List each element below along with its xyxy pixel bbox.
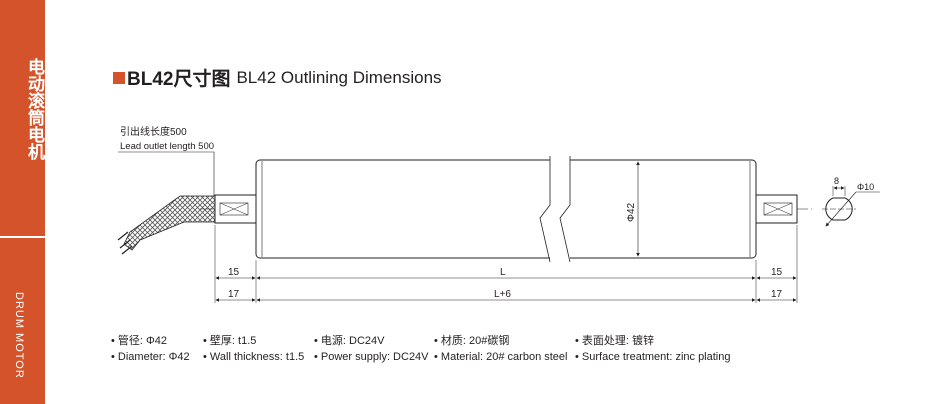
dim-diameter: Φ42 — [626, 202, 637, 222]
sidebar-title-cn: 电动滚筒电机 — [25, 58, 44, 160]
lead-label-en: Lead outlet length 500 — [120, 141, 214, 152]
dim-left-15: 15 — [228, 267, 240, 278]
spec-power: • 电源: DC24V• Power supply: DC24V — [314, 335, 429, 363]
sidebar-divider — [0, 236, 45, 238]
title-en: BL42 Outlining Dimensions — [236, 67, 442, 87]
roller-tube — [255, 159, 757, 259]
sidebar: 电动滚筒电机 DRUM MOTOR — [0, 0, 45, 404]
title-cn: BL42尺寸图 — [127, 69, 231, 90]
left-shaft — [214, 194, 257, 224]
cable — [123, 195, 216, 251]
shaft-end-view — [822, 186, 880, 227]
spec-wall: • 壁厚: t1.5• Wall thickness: t1.5 — [203, 335, 305, 363]
dim-left-17: 17 — [228, 289, 240, 300]
dim-L: L — [500, 267, 506, 278]
sidebar-title-en: DRUM MOTOR — [13, 292, 25, 379]
spec-material: • 材质: 20#碳钢• Material: 20# carbon steel — [434, 335, 568, 363]
right-shaft — [755, 194, 798, 224]
dim-shaft: Φ10 — [857, 182, 874, 192]
spec-surface: • 表面处理: 镀锌• Surface treatment: zinc plat… — [575, 335, 731, 363]
spec-diameter: • 管径: Φ42• Diameter: Φ42 — [111, 335, 190, 363]
lead-label-cn: 引出线长度500 — [120, 125, 187, 138]
page-title: BL42尺寸图 BL42 Outlining Dimensions — [113, 64, 442, 91]
dim-right-15: 15 — [771, 267, 783, 278]
title-square-icon — [113, 71, 125, 84]
dim-L6: L+6 — [494, 289, 511, 300]
dim-right-17: 17 — [771, 289, 783, 300]
dim-flat: 8 — [834, 176, 839, 186]
